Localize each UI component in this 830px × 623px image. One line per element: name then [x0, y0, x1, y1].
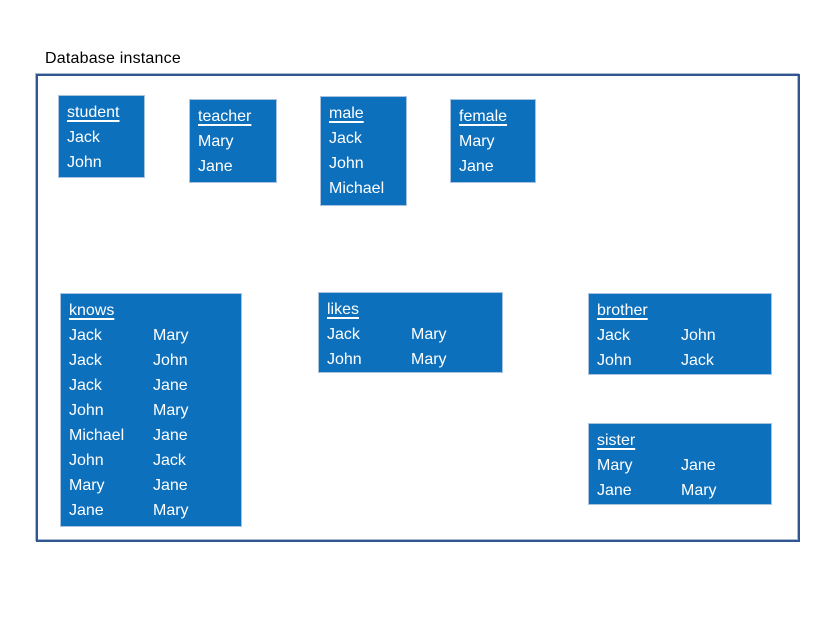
table-row: Jane [198, 154, 268, 179]
relation-name: teacher [198, 108, 252, 125]
relation-name: knows [69, 302, 115, 319]
cell: Mary [69, 477, 105, 494]
page-title: Database instance [45, 50, 181, 67]
cell: Michael [329, 180, 385, 197]
relation-name: female [459, 108, 508, 125]
table-row: Jack Mary [69, 323, 233, 348]
table-row: John Mary [327, 347, 494, 372]
cell: Jane [681, 457, 716, 474]
cell: Jane [597, 482, 632, 499]
cell: Mary [681, 482, 717, 499]
cell: John [69, 452, 104, 469]
cell: John [681, 327, 716, 344]
cell: Jack [597, 327, 630, 344]
cell: Jane [153, 377, 188, 394]
table-row: Jack John [597, 323, 763, 348]
cell: Jack [67, 129, 100, 146]
table-row: Jack John [69, 348, 233, 373]
relation-name: sister [597, 432, 636, 449]
cell: Jane [198, 158, 233, 175]
relation-name: likes [327, 301, 360, 318]
cell: John [67, 154, 102, 171]
table-row: Jack Mary [327, 322, 494, 347]
cell: Mary [153, 327, 189, 344]
relation-box-male: male Jack John Michael [320, 96, 407, 206]
table-row: Mary Jane [597, 453, 763, 478]
cell: Michael [69, 427, 125, 444]
table-row: Jack [67, 125, 136, 150]
cell: Jane [69, 502, 104, 519]
cell: Mary [459, 133, 495, 150]
cell: Jack [681, 352, 714, 369]
relation-box-teacher: teacher Mary Jane [189, 99, 277, 183]
database-instance-frame [36, 74, 800, 542]
cell: Mary [411, 351, 447, 368]
relation-box-female: female Mary Jane [450, 99, 536, 183]
table-row: John [67, 150, 136, 175]
cell: Jack [69, 327, 102, 344]
cell: John [329, 155, 364, 172]
table-row: John Jack [597, 348, 763, 373]
cell: Mary [198, 133, 234, 150]
cell: Jack [329, 130, 362, 147]
cell: Jack [153, 452, 186, 469]
table-row: Jane Mary [69, 498, 233, 523]
cell: Jane [153, 477, 188, 494]
cell: Mary [597, 457, 633, 474]
table-row: Jack Jane [69, 373, 233, 398]
table-row: John [329, 151, 398, 176]
table-row: Jane [459, 154, 527, 179]
cell: John [69, 402, 104, 419]
relation-box-student: student Jack John [58, 95, 145, 178]
cell: Jack [327, 326, 360, 343]
cell: John [597, 352, 632, 369]
table-row: Michael Jane [69, 423, 233, 448]
relation-name: male [329, 105, 364, 122]
cell: John [153, 352, 188, 369]
table-row: Jane Mary [597, 478, 763, 503]
cell: Jane [459, 158, 494, 175]
cell: Jane [153, 427, 188, 444]
cell: John [327, 351, 362, 368]
relation-name: brother [597, 302, 648, 319]
table-row: Mary [459, 129, 527, 154]
cell: Jack [69, 352, 102, 369]
table-row: Mary [198, 129, 268, 154]
cell: Mary [153, 502, 189, 519]
cell: Jack [69, 377, 102, 394]
table-row: John Mary [69, 398, 233, 423]
table-row: John Jack [69, 448, 233, 473]
cell: Mary [411, 326, 447, 343]
table-row: Jack [329, 126, 398, 151]
relation-name: student [67, 104, 120, 121]
cell: Mary [153, 402, 189, 419]
table-row: Mary Jane [69, 473, 233, 498]
table-row: Michael [329, 176, 398, 201]
